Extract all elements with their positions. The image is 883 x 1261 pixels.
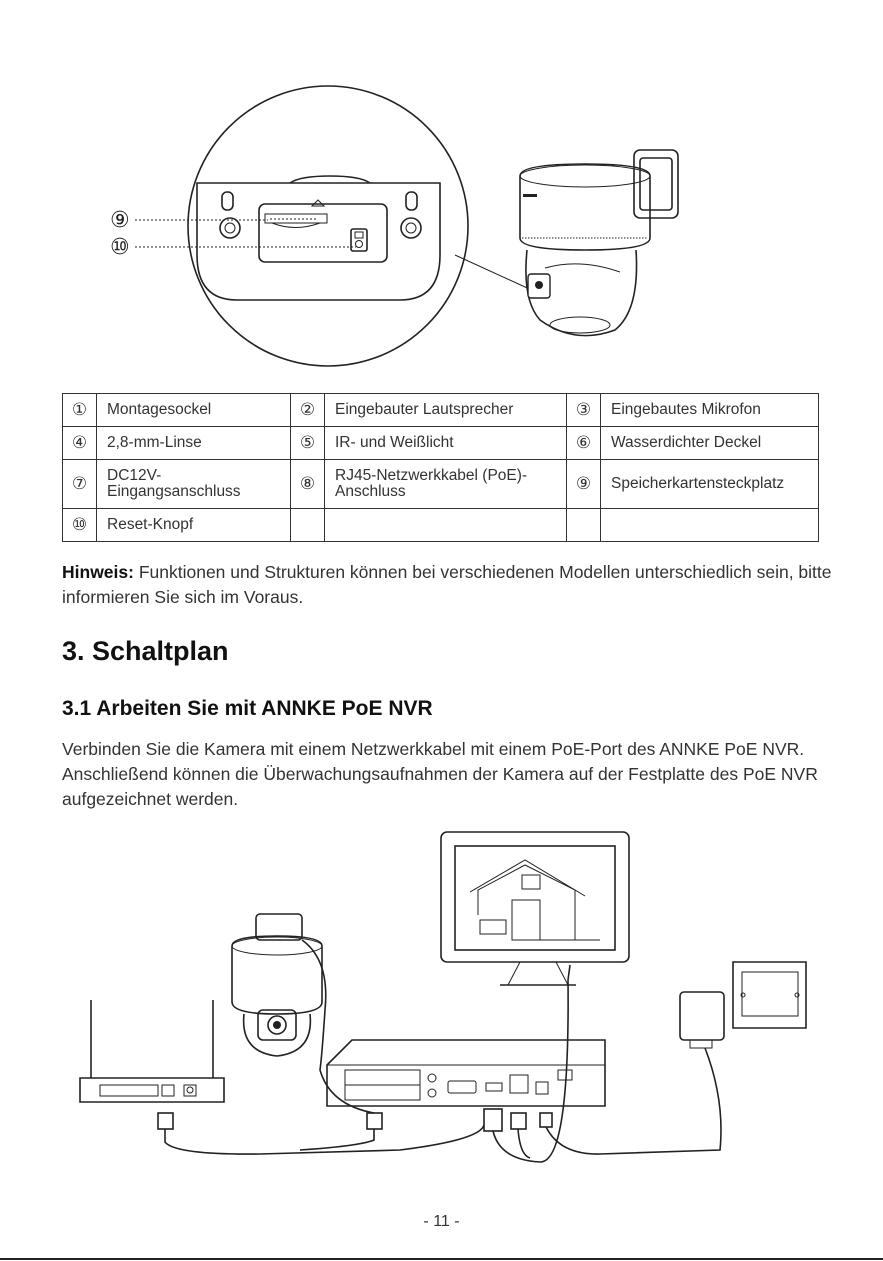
note-text: Funktionen und Strukturen können bei ver… bbox=[62, 562, 832, 607]
monitor-icon bbox=[441, 832, 629, 985]
part-number: ① bbox=[63, 394, 97, 427]
part-number: ⑧ bbox=[291, 460, 325, 509]
power-socket-icon bbox=[733, 962, 806, 1028]
part-label: IR- und Weißlicht bbox=[325, 427, 567, 460]
table-row: ⑩ Reset-Knopf bbox=[63, 509, 819, 542]
note-paragraph: Hinweis: Funktionen und Strukturen könne… bbox=[62, 560, 832, 610]
part-label: Eingebauter Lautsprecher bbox=[325, 394, 567, 427]
power-adapter-icon bbox=[680, 992, 724, 1048]
part-label: Speicherkartensteckplatz bbox=[601, 460, 819, 509]
section-title: 3. Schaltplan bbox=[62, 636, 229, 667]
part-number: ⑩ bbox=[63, 509, 97, 542]
part-number bbox=[291, 509, 325, 542]
nvr-icon bbox=[327, 1040, 605, 1106]
callout-9: ⑨ bbox=[110, 207, 130, 233]
callout-10: ⑩ bbox=[110, 234, 130, 260]
part-number: ⑨ bbox=[567, 460, 601, 509]
part-label: 2,8-mm-Linse bbox=[97, 427, 291, 460]
table-row: ④ 2,8-mm-Linse ⑤ IR- und Weißlicht ⑥ Was… bbox=[63, 427, 819, 460]
part-number: ③ bbox=[567, 394, 601, 427]
wiring-diagram bbox=[0, 820, 883, 1190]
part-number: ⑤ bbox=[291, 427, 325, 460]
part-number bbox=[567, 509, 601, 542]
camera-icon bbox=[232, 914, 322, 1056]
camera-detail-illustration bbox=[0, 0, 883, 390]
part-label: Wasserdichter Deckel bbox=[601, 427, 819, 460]
table-row: ⑦ DC12V-Eingangsanschluss ⑧ RJ45-Netzwer… bbox=[63, 460, 819, 509]
body-paragraph: Verbinden Sie die Kamera mit einem Netzw… bbox=[62, 737, 822, 812]
part-number: ④ bbox=[63, 427, 97, 460]
part-number: ⑥ bbox=[567, 427, 601, 460]
parts-table: ① Montagesockel ② Eingebauter Lautsprech… bbox=[62, 393, 819, 542]
part-label: Montagesockel bbox=[97, 394, 291, 427]
part-label: DC12V-Eingangsanschluss bbox=[97, 460, 291, 509]
note-prefix: Hinweis: bbox=[62, 562, 134, 582]
part-label: Eingebautes Mikrofon bbox=[601, 394, 819, 427]
part-number: ⑦ bbox=[63, 460, 97, 509]
part-label: RJ45-Netzwerkkabel (PoE)-Anschluss bbox=[325, 460, 567, 509]
page-number: - 11 - bbox=[0, 1213, 883, 1231]
subsection-title: 3.1 Arbeiten Sie mit ANNKE PoE NVR bbox=[62, 697, 433, 721]
part-label bbox=[601, 509, 819, 542]
part-number: ② bbox=[291, 394, 325, 427]
table-row: ① Montagesockel ② Eingebauter Lautsprech… bbox=[63, 394, 819, 427]
bottom-rule bbox=[0, 1258, 883, 1260]
part-label: Reset-Knopf bbox=[97, 509, 291, 542]
router-icon bbox=[80, 1000, 224, 1102]
part-label bbox=[325, 509, 567, 542]
